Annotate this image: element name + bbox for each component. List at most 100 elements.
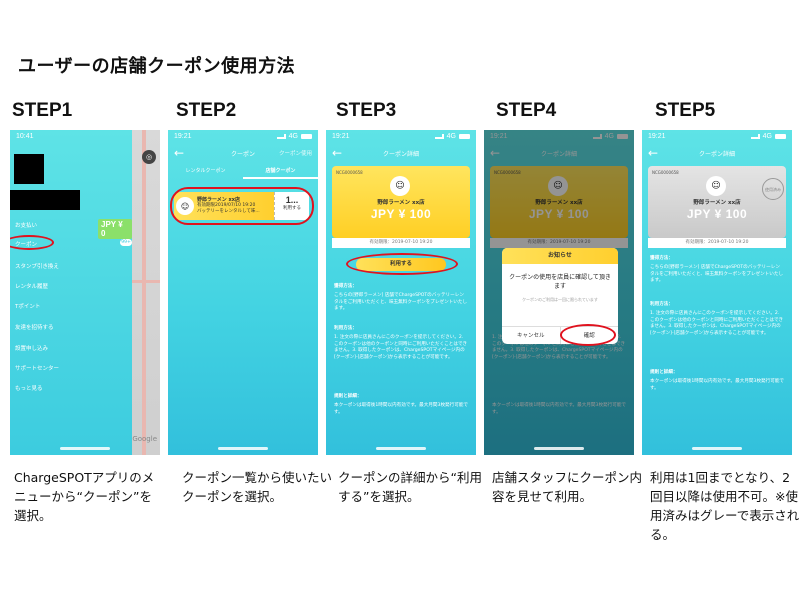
status-time: 19:21 <box>332 133 350 140</box>
coupon-shop-name: 野郎ラーメン xx店 <box>535 200 583 206</box>
home-indicator <box>60 447 110 450</box>
signal-icon <box>276 134 286 139</box>
nav-right-link[interactable]: クーポン使用 <box>278 151 312 157</box>
coupon-expiry: 有効期限：2019-07-10 19:20 <box>490 238 628 248</box>
confirm-dialog: お知らせ クーポンの使用を店員に確認して頂きます クーポンのご利用は一回に限られ… <box>502 248 618 344</box>
home-indicator <box>534 447 584 450</box>
coupon-detail-card: NCG0000658 ☺ 野郎ラーメン xx店 JPY ¥ 100 <box>332 166 470 238</box>
step3-label: STEP3 <box>336 100 397 121</box>
coupon-amount: JPY ¥ 100 <box>686 207 748 221</box>
nav-title: クーポン詳細 <box>382 150 419 158</box>
back-arrow-icon[interactable]: ← <box>490 146 501 160</box>
status-bar: 19:21 4G <box>484 130 634 143</box>
coupon-shop-name: 野郎ラーメン xx店 <box>197 197 240 203</box>
step3-screenshot: 19:21 4G ← クーポン詳細 NCG0000658 ☺ 野郎ラーメン xx… <box>326 130 476 455</box>
network-type: 4G <box>604 133 614 140</box>
status-time: 10:41 <box>16 133 34 140</box>
back-arrow-icon[interactable]: ← <box>648 146 659 160</box>
dialog-hint: クーポンのご利用は一回に限られています <box>522 297 598 302</box>
google-logo: Google <box>132 435 157 443</box>
step2-caption: クーポン一覧から使いたいクーポンを選択。 <box>182 470 333 504</box>
terms-text: 本クーポンは取得後1時間以内有効です。最大月間3枚発行可能です。 <box>650 379 785 391</box>
terms-heading: 規則と詳細： <box>334 394 362 399</box>
menu-item-install[interactable]: 設置申し込み <box>15 346 49 352</box>
home-indicator <box>692 447 742 450</box>
shop-logo-icon: ☺ <box>706 176 726 196</box>
used-coupon-card: NCG0000658 ☺ 使用済み 野郎ラーメン xx店 JPY ¥ 100 <box>648 166 786 238</box>
step3-caption: クーポンの詳細から“利用する”を選択。 <box>338 470 482 504</box>
coupon-code: NCG0000658 <box>494 170 521 175</box>
usage-text: 1. 注文の際に店員さんにこのクーポンを提示してください。2. このクーポンは他… <box>650 311 784 336</box>
step1-label: STEP1 <box>12 100 73 121</box>
side-menu: 10:41 お支払い JPY ¥ 0 クーポン 99+ スタンプ引き換え レンタ… <box>10 130 132 455</box>
dialog-message: クーポンの使用を店員に確認して頂きます <box>509 274 611 290</box>
highlight-ellipse <box>170 187 314 225</box>
coupon-amount: JPY ¥ 100 <box>370 207 432 221</box>
menu-item-invite[interactable]: 友達を招待する <box>15 325 54 331</box>
back-arrow-icon[interactable]: ← <box>174 146 185 160</box>
usage-text: 1. 注文の際に店員さんにこのクーポンを提示してください。2. このクーポンは他… <box>334 335 468 360</box>
tab-rental-coupon[interactable]: レンタルクーポン <box>185 168 226 174</box>
coupon-code: NCG0000658 <box>652 170 679 175</box>
coupon-shop-name: 野郎ラーメン xx店 <box>693 200 741 206</box>
shop-logo-icon: ☺ <box>548 176 568 196</box>
signal-icon <box>750 134 760 139</box>
nav-bar: ← クーポン詳細 <box>326 143 476 163</box>
terms-text: 本クーポンは取得後1時間以内有効です。最大月間3枚発行可能です。 <box>334 403 469 415</box>
coupon-expiry: 有効期限：2019-07-10 19:20 <box>332 238 470 248</box>
step2-screenshot: 19:21 4G ← クーポン クーポン使用 レンタルクーポン 店舗クーポン ☺… <box>168 130 318 455</box>
howto-heading: 獲得方法： <box>334 284 357 289</box>
terms-text: 本クーポンは取得後1時間以内有効です。最大月間3枚発行可能です。 <box>492 403 627 415</box>
battery-icon <box>301 134 312 139</box>
howto-text: こちらの[野郎ラーメン] 店舗でChargeSPOTのバッテリーレンタルをご利用… <box>650 265 784 283</box>
step1-screenshot: ◎ Google 10:41 お支払い JPY ¥ 0 クーポン 99+ スタン… <box>10 130 160 455</box>
status-time: 19:21 <box>174 133 192 140</box>
menu-item-stamp[interactable]: スタンプ引き換え <box>15 264 59 270</box>
highlight-ellipse <box>10 235 54 250</box>
dialog-title: お知らせ <box>502 248 618 264</box>
network-type: 4G <box>288 133 298 140</box>
usage-heading: 利用方法： <box>650 302 673 307</box>
redacted-name <box>10 190 80 210</box>
coupon-detail-card: NCG0000658 ☺ 野郎ラーメン xx店 JPY ¥ 100 <box>490 166 628 238</box>
nav-title: クーポン詳細 <box>540 150 577 158</box>
step5-screenshot: 19:21 4G ← クーポン詳細 NCG0000658 ☺ 使用済み 野郎ラー… <box>642 130 792 455</box>
back-arrow-icon[interactable]: ← <box>332 146 343 160</box>
nav-bar: ← クーポン詳細 <box>642 143 792 163</box>
used-stamp: 使用済み <box>762 178 784 200</box>
location-icon[interactable]: ◎ <box>142 150 156 164</box>
step4-label: STEP4 <box>496 100 557 121</box>
signal-icon <box>434 134 444 139</box>
howto-heading: 獲得方法： <box>650 256 673 261</box>
menu-item-payment[interactable]: お支払い <box>15 223 38 229</box>
howto-text: こちらの[野郎ラーメン] 店舗でChargeSPOTのバッテリーレンタルをご利用… <box>334 293 468 311</box>
coupon-count-badge: 99+ <box>120 239 132 246</box>
menu-item-rental-history[interactable]: レンタル履歴 <box>15 284 49 290</box>
menu-item-support[interactable]: サポートセンター <box>15 366 60 372</box>
status-bar: 19:21 4G <box>326 130 476 143</box>
home-indicator <box>218 447 268 450</box>
usage-heading: 利用方法： <box>334 326 357 331</box>
coupon-use-link[interactable]: 利用する <box>283 206 301 211</box>
status-time: 19:21 <box>490 133 508 140</box>
map-view: ◎ Google <box>132 130 160 455</box>
status-bar: 19:21 4G <box>642 130 792 143</box>
terms-heading: 規則と詳細： <box>650 370 678 375</box>
coupon-shop-name: 野郎ラーメン xx店 <box>377 200 425 206</box>
step4-screenshot: 19:21 4G ← クーポン詳細 NCG0000658 ☺ 野郎ラーメン xx… <box>484 130 634 455</box>
tab-shop-coupon[interactable]: 店舗クーポン <box>243 165 318 179</box>
nav-title: クーポン詳細 <box>698 150 735 158</box>
home-indicator <box>376 447 426 450</box>
menu-item-tpoint[interactable]: Tポイント <box>15 304 41 310</box>
menu-item-more[interactable]: もっと見る <box>15 386 43 392</box>
coupon-list-item[interactable]: ☺ 野郎ラーメン xx店 有効期限2019/07/10 19:20 バッテリーを… <box>174 192 309 220</box>
step1-caption: ChargeSPOTアプリのメニューから“クーポン”を選択。 <box>14 470 155 523</box>
battery-icon <box>459 134 470 139</box>
cancel-button[interactable]: キャンセル <box>516 333 545 339</box>
signal-icon <box>592 134 602 139</box>
status-bar: 19:21 4G <box>168 130 318 143</box>
redacted-avatar <box>14 154 44 184</box>
page-title: ユーザーの店舗クーポン使用方法 <box>18 56 296 77</box>
coupon-desc: バッテリーをレンタルして味... <box>197 209 260 214</box>
